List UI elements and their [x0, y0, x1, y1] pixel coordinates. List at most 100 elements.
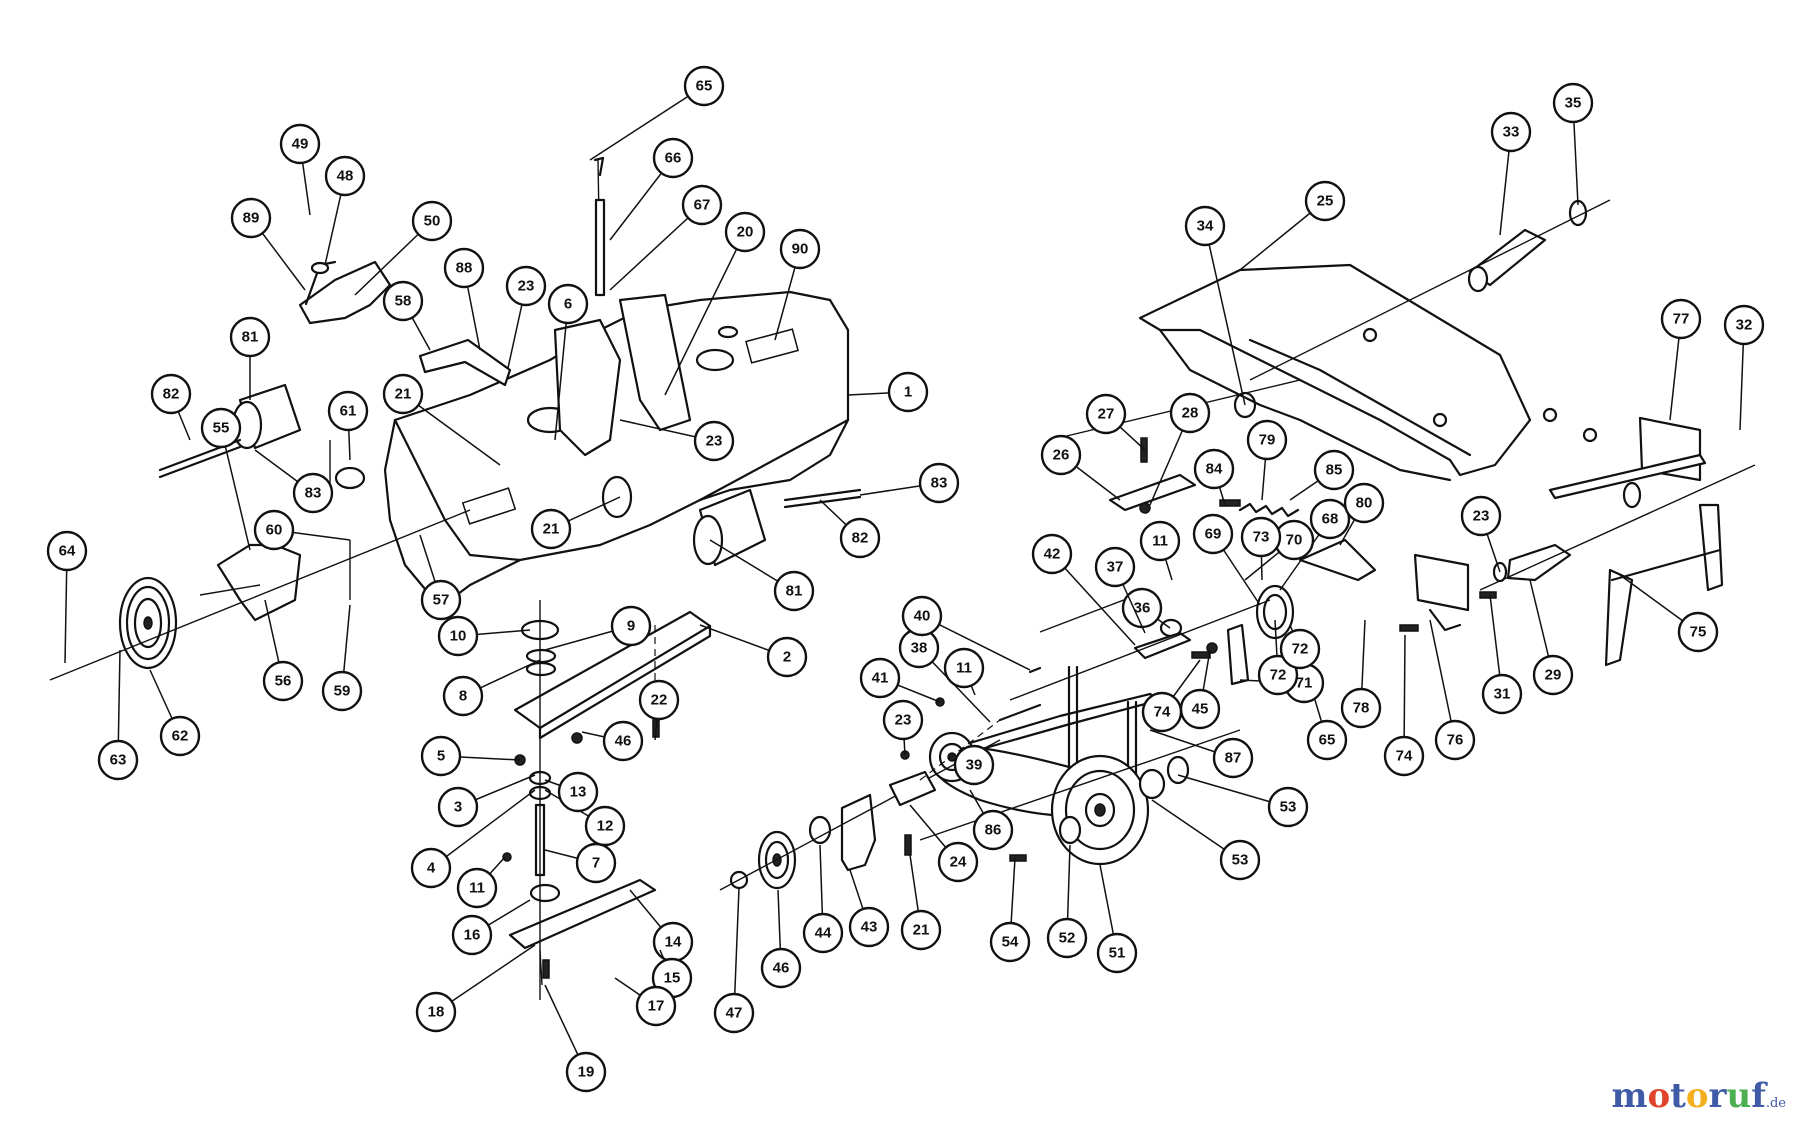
callout-number: 6 [564, 296, 572, 313]
callout-leader-line [589, 85, 705, 161]
callout-number: 15 [664, 970, 681, 987]
part-callout-75: 75 [1619, 574, 1719, 653]
callout-circle [1212, 737, 1254, 779]
callout-number: 26 [1053, 447, 1070, 464]
hardware-nut [502, 852, 512, 862]
part-callout-58: 58 [382, 280, 431, 351]
hardware-bolt [542, 959, 550, 979]
callout-number: 42 [1044, 546, 1061, 563]
watermark-letter: f [1751, 1076, 1766, 1116]
callout-number: 47 [726, 1005, 743, 1022]
part-callout-35: 35 [1552, 82, 1594, 206]
part-callout-64: 64 [46, 530, 88, 664]
callout-circle [415, 991, 457, 1033]
part-callout-27: 27 [1085, 393, 1146, 451]
callout-number: 81 [786, 583, 803, 600]
callout-number: 65 [696, 78, 713, 95]
callout-circle [713, 992, 755, 1034]
part-callout-86: 86 [969, 789, 1014, 851]
callout-number: 39 [966, 757, 983, 774]
part-callout-41: 41 [859, 657, 941, 703]
callout-leader-line [1429, 619, 1456, 741]
callout-number: 78 [1353, 700, 1370, 717]
callout-circle [1219, 839, 1261, 881]
callout-number: 25 [1317, 193, 1334, 210]
part-callout-74: 74 [1383, 634, 1425, 777]
callout-circle [420, 579, 462, 621]
hardware-nut-46 [1206, 642, 1218, 654]
callout-leader-line [554, 303, 569, 441]
part-callout-76: 76 [1429, 619, 1476, 761]
part-callout-8: 8 [442, 659, 541, 717]
belt-guard [298, 260, 392, 325]
callout-leader-line [609, 204, 703, 291]
part-callout-59: 59 [321, 604, 363, 712]
callout-circle [943, 647, 985, 689]
callout-number: 77 [1673, 311, 1690, 328]
callout-number: 11 [469, 880, 485, 897]
callout-number: 24 [950, 854, 967, 871]
callout-number: 22 [651, 692, 668, 709]
callout-number: 20 [737, 224, 754, 241]
callout-circle [1532, 654, 1574, 696]
part-callout-23: 23 [505, 265, 547, 369]
callout-number: 3 [454, 799, 462, 816]
callout-number: 32 [1736, 317, 1753, 334]
part-callout-54: 54 [989, 857, 1031, 963]
callout-number: 66 [665, 150, 682, 167]
idler-arm-80 [1298, 538, 1377, 582]
callout-circle [547, 283, 589, 325]
callout-circle [779, 228, 821, 270]
callout-number: 45 [1192, 701, 1209, 718]
part-callout-45: 45 [1179, 649, 1221, 730]
hitch-nut-28 [1139, 502, 1151, 514]
callout-number: 21 [395, 386, 412, 403]
callout-number: 65 [1319, 732, 1336, 749]
callout-number: 80 [1356, 495, 1373, 512]
part-callout-23: 23 [1460, 495, 1502, 573]
callout-number: 90 [792, 241, 809, 258]
deck-mount-bracket [553, 318, 622, 457]
callout-circle [200, 407, 242, 449]
callout-number: 48 [337, 168, 354, 185]
part-callout-19: 19 [544, 984, 607, 1093]
callout-number: 84 [1206, 461, 1223, 478]
callout-leader-line [220, 427, 251, 551]
callout-number: 23 [895, 712, 912, 729]
callout-number: 53 [1280, 799, 1297, 816]
part-callout-80: 80 [1339, 482, 1385, 546]
callout-circle [456, 867, 498, 909]
callout-number: 35 [1565, 95, 1582, 112]
pin-38 [998, 703, 1042, 722]
callout-number: 9 [627, 618, 635, 635]
callout-circle [1169, 392, 1211, 434]
part-callout-56: 56 [262, 599, 304, 702]
callout-circle [937, 841, 979, 883]
part-callout-33: 33 [1490, 111, 1532, 236]
callout-circle [1031, 533, 1073, 575]
callout-number: 49 [292, 136, 309, 153]
callout-circle [681, 184, 723, 226]
callout-number: 28 [1182, 405, 1199, 422]
callout-circle [442, 675, 484, 717]
callout-leader-line [733, 887, 740, 1014]
callout-circle [159, 715, 201, 757]
part-callout-37: 37 [1094, 546, 1146, 634]
deck-decal [461, 487, 517, 525]
frame-hole [1362, 327, 1378, 343]
part-callout-21: 21 [530, 496, 621, 550]
callout-circle [760, 947, 802, 989]
part-callout-85: 85 [1289, 449, 1355, 501]
callout-circle [382, 280, 424, 322]
callout-number: 36 [1134, 600, 1151, 617]
hitch-plate-26 [1108, 473, 1197, 512]
callout-circle [230, 197, 272, 239]
part-callout-67: 67 [609, 184, 723, 291]
callout-circle [1193, 448, 1235, 490]
part-callout-10: 10 [437, 615, 531, 657]
part-callout-57: 57 [419, 534, 462, 621]
tension-spring [1238, 502, 1300, 518]
callout-number: 71 [1296, 675, 1313, 692]
hardware-bolt-31 [1479, 591, 1497, 599]
